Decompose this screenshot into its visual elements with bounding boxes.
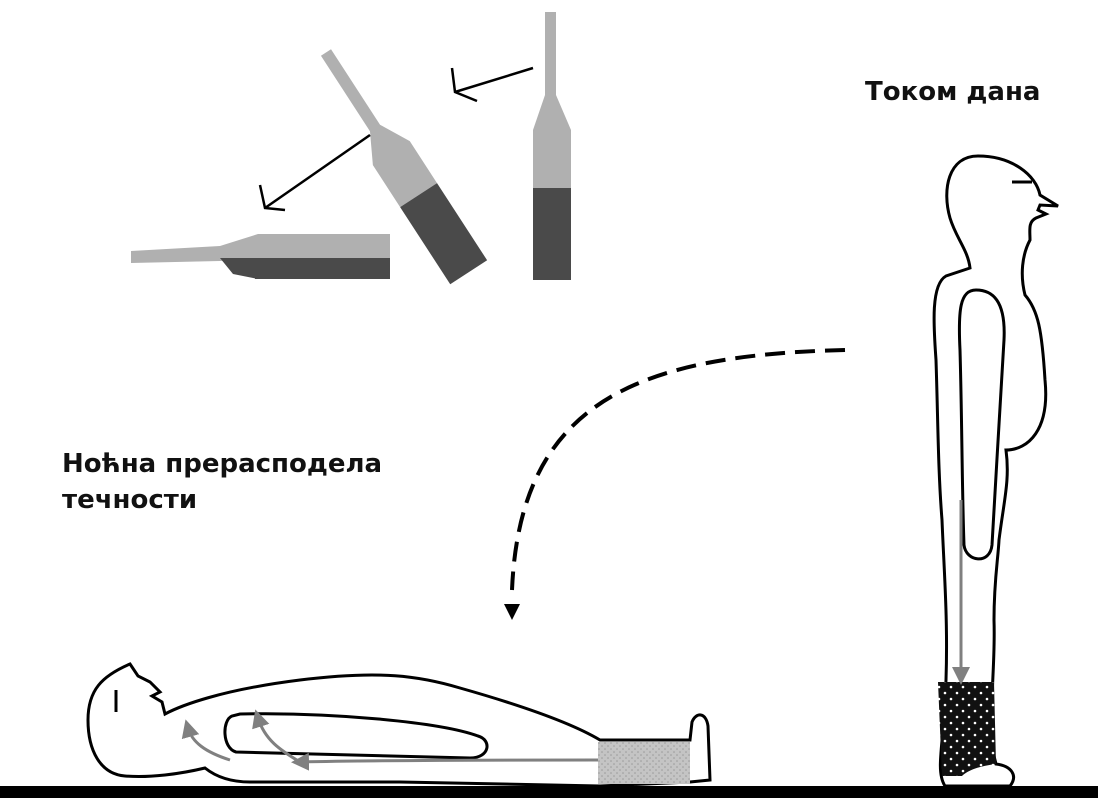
- night-redistribution-label: Ноћна прерасподела течности: [62, 446, 382, 518]
- dashed-transition-arrow: [504, 350, 845, 620]
- vertical-tube-icon: [533, 12, 571, 280]
- lying-person-icon: [88, 664, 710, 786]
- floor-line: [0, 786, 1098, 798]
- daytime-label: Током дана: [865, 74, 1040, 110]
- tilt-arrow-upper: [452, 68, 533, 101]
- standing-person-icon: [934, 156, 1058, 786]
- night-label-line-1: Ноћна прерасподела: [62, 446, 382, 482]
- night-label-line-2: течности: [62, 482, 382, 518]
- horizontal-tube-icon: [131, 234, 390, 279]
- tilt-arrow-lower: [260, 135, 370, 210]
